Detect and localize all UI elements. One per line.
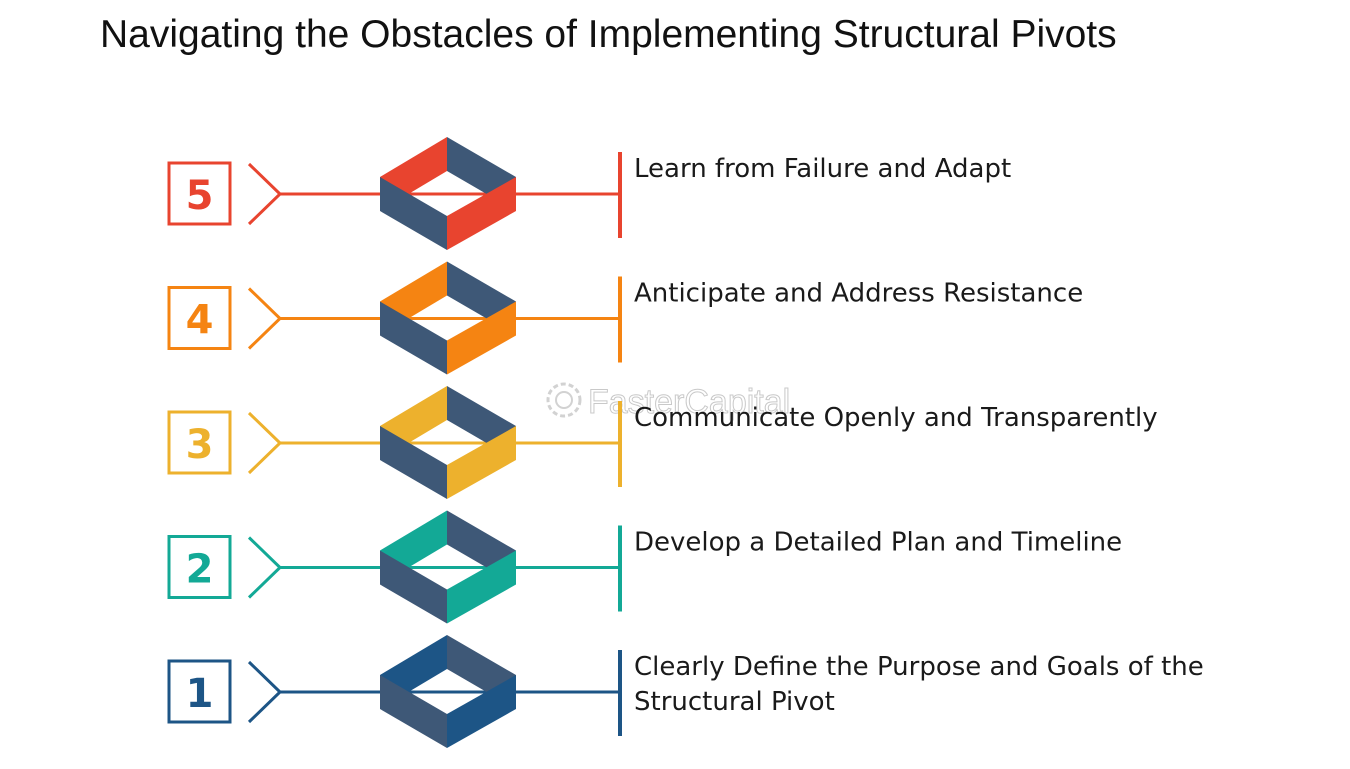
number-box [167,535,232,599]
step-label: Develop a Detailed Plan and Timeline [634,528,1122,558]
chevron-icon [247,287,283,350]
watermark-gear-icon [546,382,582,418]
step-row-4: 4 Anticipate and Address Resistance [167,261,1083,375]
step-row-5: 5 Learn from Failure and Adapt [167,137,1011,250]
step-number: 3 [186,422,214,468]
chevron-icon [247,411,283,475]
diamond-ring [380,137,516,250]
diamond-ring [380,386,516,499]
diamond-ring [380,510,516,624]
step-row-2: 2 Develop a Detailed Plan and Timeline [167,510,1122,624]
step-label: Structural Pivot [634,687,835,717]
diamond-ring [380,261,516,375]
number-box [167,286,232,350]
step-number: 4 [186,298,214,344]
chevron-icon [247,536,283,599]
step-row-1: 1 Clearly Define the Purpose and Goals of… [167,635,1204,748]
step-number: 1 [186,671,214,717]
step-label: Anticipate and Address Resistance [634,279,1083,309]
step-row-3: 3 Communicate Openly and Transparently [167,386,1158,499]
step-label: Clearly Define the Purpose and Goals of … [634,652,1204,682]
chevron-icon [247,660,283,724]
chevron-icon [247,162,283,226]
number-box [167,161,232,226]
diamond-ring [380,635,516,748]
number-box [167,659,232,724]
step-number: 2 [186,547,214,593]
page-title: Navigating the Obstacles of Implementing… [100,13,1117,56]
step-label: Learn from Failure and Adapt [634,154,1011,184]
number-box [167,410,232,475]
step-label: Communicate Openly and Transparently [634,403,1158,433]
step-number: 5 [186,173,214,219]
